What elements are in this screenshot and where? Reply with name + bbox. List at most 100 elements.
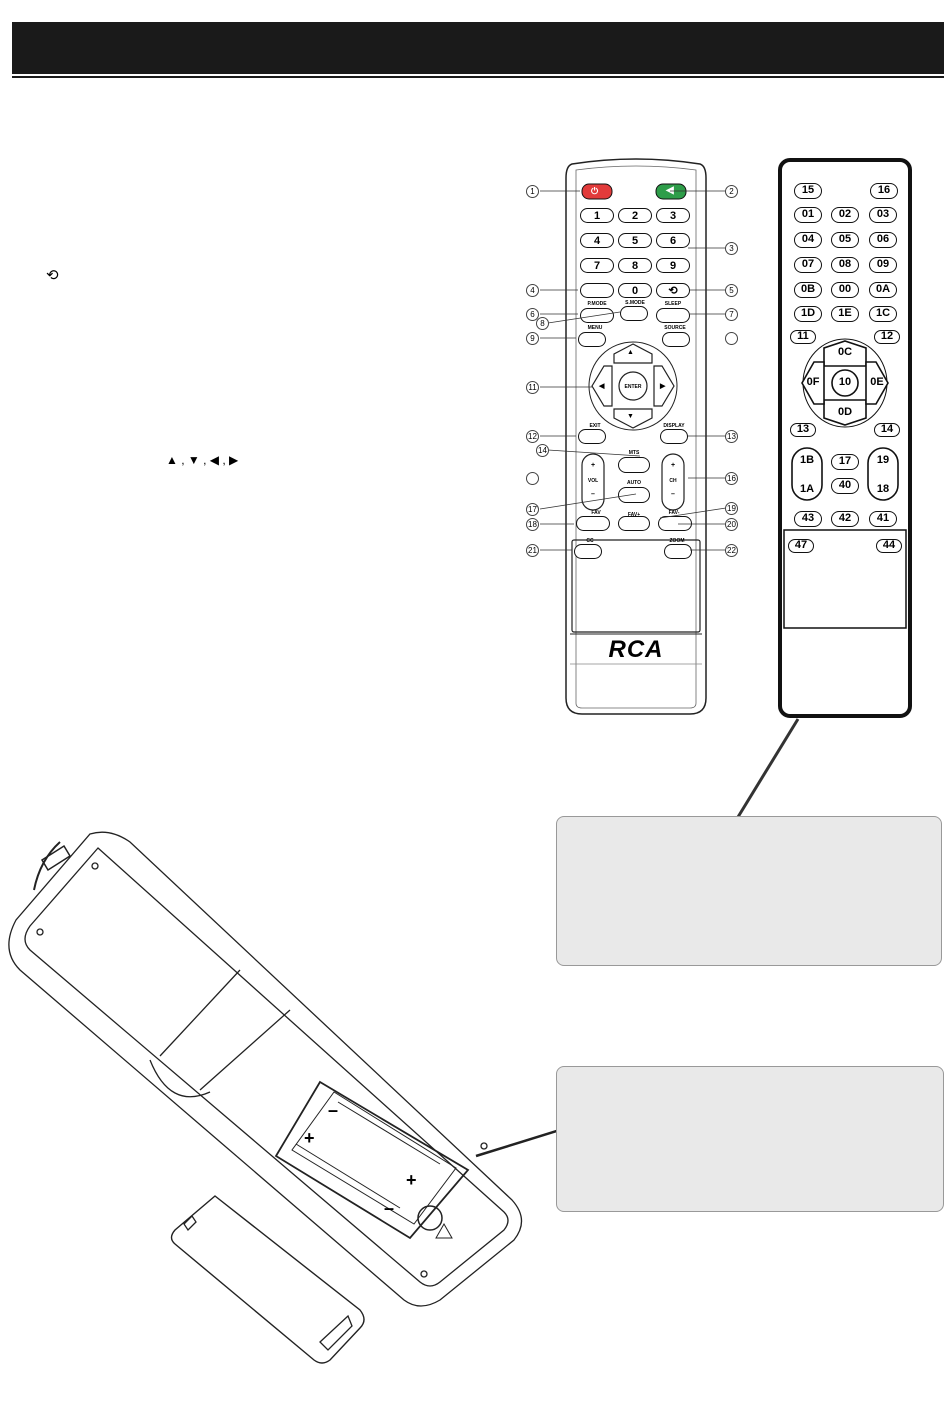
sleep-button[interactable] bbox=[656, 308, 690, 323]
callout-6: 6 bbox=[526, 308, 539, 321]
code-1a: 1A bbox=[799, 483, 815, 495]
display-button[interactable] bbox=[660, 429, 688, 444]
num-8-button[interactable]: 8 bbox=[618, 258, 652, 273]
code-03: 03 bbox=[869, 207, 897, 223]
code-44: 44 bbox=[876, 539, 902, 553]
power-icon[interactable]: ⏻ bbox=[591, 186, 599, 196]
battery-minus-sign: – bbox=[328, 1100, 339, 1120]
return-button[interactable]: ⟲ bbox=[656, 283, 690, 298]
code-0e: 0E bbox=[870, 376, 884, 388]
dash-button[interactable] bbox=[580, 283, 614, 298]
auto-label: AUTO bbox=[626, 480, 642, 486]
code-40: 40 bbox=[831, 478, 859, 494]
num-2-button[interactable]: 2 bbox=[618, 208, 652, 223]
num-5-button[interactable]: 5 bbox=[618, 233, 652, 248]
sleep-label: SLEEP bbox=[664, 301, 682, 307]
code-12: 12 bbox=[874, 330, 900, 344]
code-17: 17 bbox=[831, 454, 859, 470]
arrow-keys-glyphs: ▲ , ▼ , ◀ , ▶ bbox=[166, 453, 239, 467]
enter-button[interactable]: ENTER bbox=[624, 384, 642, 390]
vol-label: VOL bbox=[587, 478, 599, 484]
callout-17: 17 bbox=[526, 503, 539, 516]
callout-lines bbox=[539, 190, 727, 551]
callout-14: 14 bbox=[536, 444, 549, 457]
code-42: 42 bbox=[831, 511, 859, 527]
num-6-button[interactable]: 6 bbox=[656, 233, 690, 248]
fav-button[interactable] bbox=[576, 516, 610, 531]
favminus-button[interactable] bbox=[658, 516, 692, 531]
vol-minus-label[interactable]: – bbox=[591, 491, 595, 498]
smode-button[interactable] bbox=[620, 306, 648, 321]
callout-7: 7 bbox=[725, 308, 738, 321]
mts-label: MTS bbox=[628, 450, 640, 456]
ch-plus-label[interactable]: + bbox=[670, 462, 676, 469]
callout-2: 2 bbox=[725, 185, 738, 198]
num-3-button[interactable]: 3 bbox=[656, 208, 690, 223]
down-arrow-icon[interactable]: ▼ bbox=[627, 413, 634, 420]
brand-logo: RCA bbox=[608, 636, 664, 663]
header-bar bbox=[12, 22, 944, 74]
code-0c: 0C bbox=[837, 346, 853, 358]
callout-4: 4 bbox=[526, 284, 539, 297]
pmode-label: P.MODE bbox=[587, 301, 607, 307]
code-0f: 0F bbox=[806, 376, 820, 388]
left-arrow-icon[interactable]: ◀ bbox=[599, 383, 605, 390]
code-0d: 0D bbox=[837, 406, 853, 418]
num-0-button[interactable]: 0 bbox=[618, 283, 652, 298]
favminus-label: FAV- bbox=[668, 510, 680, 516]
right-arrow-icon[interactable]: ▶ bbox=[660, 383, 666, 390]
ch-label: CH bbox=[669, 478, 677, 484]
callout-13: 13 bbox=[725, 430, 738, 443]
display-label: DISPLAY bbox=[663, 423, 685, 429]
code-1c: 1C bbox=[869, 306, 897, 322]
favplus-button[interactable] bbox=[618, 516, 650, 531]
vol-plus-label[interactable]: + bbox=[590, 462, 596, 469]
code-13: 13 bbox=[790, 423, 816, 437]
menu-button[interactable] bbox=[578, 332, 606, 347]
code-18: 18 bbox=[876, 483, 890, 495]
num-4-button[interactable]: 4 bbox=[580, 233, 614, 248]
battery-minus-sign-2: – bbox=[384, 1198, 395, 1218]
num-1-button[interactable]: 1 bbox=[580, 208, 614, 223]
cc-button[interactable] bbox=[574, 544, 602, 559]
note-box-upper bbox=[556, 816, 942, 966]
callout-22: 22 bbox=[725, 544, 738, 557]
smode-label: S.MODE bbox=[625, 300, 645, 306]
callout-15 bbox=[526, 472, 539, 485]
callout-21: 21 bbox=[526, 544, 539, 557]
code-1e: 1E bbox=[831, 306, 859, 322]
code-09: 09 bbox=[869, 257, 897, 273]
ir-code-map: 15 16 01 02 03 04 05 06 07 08 09 0B 00 0… bbox=[778, 158, 912, 718]
code-05: 05 bbox=[831, 232, 859, 248]
zoom-button[interactable] bbox=[664, 544, 692, 559]
code-07: 07 bbox=[794, 257, 822, 273]
code-43: 43 bbox=[794, 511, 822, 527]
callout-1: 1 bbox=[526, 185, 539, 198]
callout-12: 12 bbox=[526, 430, 539, 443]
source-button[interactable] bbox=[662, 332, 690, 347]
return-icon: ⟲ bbox=[46, 267, 59, 284]
callout-16: 16 bbox=[725, 472, 738, 485]
exit-label: EXIT bbox=[589, 423, 601, 429]
note-box-lower bbox=[556, 1066, 944, 1212]
code-11: 11 bbox=[790, 330, 816, 344]
code-19: 19 bbox=[876, 454, 890, 466]
fav-label: FAV bbox=[591, 510, 601, 516]
battery-plus-sign: + bbox=[304, 1128, 315, 1148]
code-41: 41 bbox=[869, 511, 897, 527]
num-9-button[interactable]: 9 bbox=[656, 258, 690, 273]
num-7-button[interactable]: 7 bbox=[580, 258, 614, 273]
code-06: 06 bbox=[869, 232, 897, 248]
callout-8: 8 bbox=[536, 317, 549, 330]
remote-back-illustration bbox=[8, 831, 560, 1364]
ch-minus-label[interactable]: – bbox=[671, 491, 675, 498]
mute-icon[interactable]: ◀ bbox=[666, 185, 674, 196]
code-0a: 0A bbox=[869, 282, 897, 298]
auto-button[interactable] bbox=[618, 487, 650, 503]
source-label: SOURCE bbox=[664, 325, 686, 331]
exit-button[interactable] bbox=[578, 429, 606, 444]
up-arrow-icon[interactable]: ▲ bbox=[627, 349, 634, 356]
code-15: 15 bbox=[794, 183, 822, 199]
code-08: 08 bbox=[831, 257, 859, 273]
mts-button[interactable] bbox=[618, 457, 650, 473]
